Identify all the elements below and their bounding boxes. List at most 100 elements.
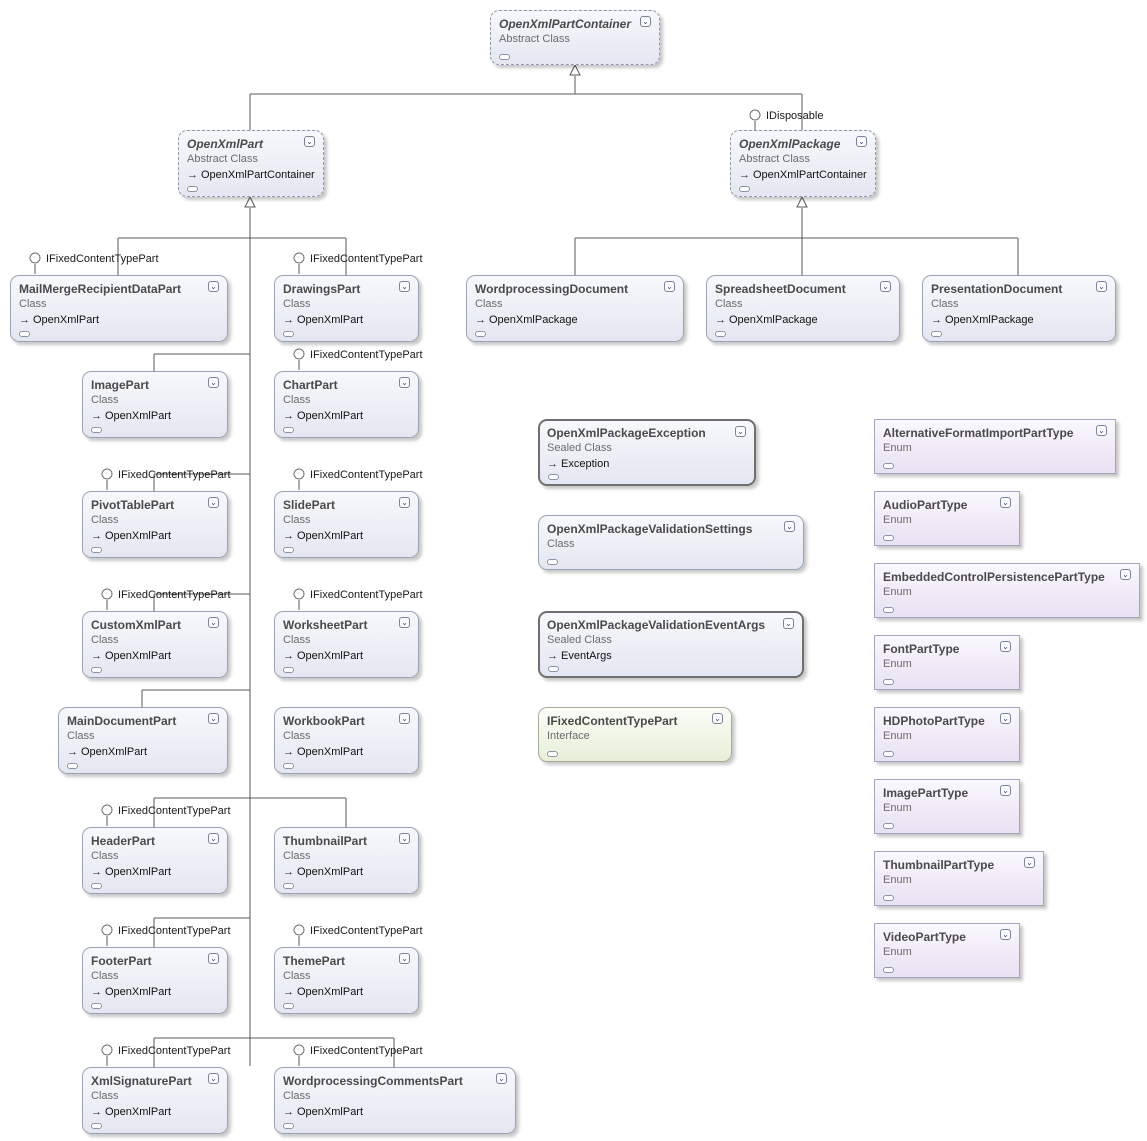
- compartment-icon[interactable]: [883, 679, 894, 685]
- compartment-icon[interactable]: [883, 463, 894, 469]
- shape-open-xml-package-validation-settings[interactable]: OpenXmlPackageValidationSettings Class ⌄: [538, 515, 804, 570]
- compartment-icon[interactable]: [91, 1123, 102, 1129]
- shape-custom-xml-part[interactable]: CustomXmlPart Class →OpenXmlPart ⌄: [82, 611, 228, 678]
- compartment-icon[interactable]: [91, 547, 102, 553]
- double-chevron-down-icon[interactable]: ⌄: [784, 521, 795, 532]
- double-chevron-down-icon[interactable]: ⌄: [304, 136, 315, 147]
- shape-xml-signature-part[interactable]: XmlSignaturePart Class →OpenXmlPart ⌄: [82, 1067, 228, 1134]
- double-chevron-down-icon[interactable]: ⌄: [399, 713, 410, 724]
- compartment-icon[interactable]: [883, 967, 894, 973]
- double-chevron-down-icon[interactable]: ⌄: [1000, 497, 1011, 508]
- compartment-icon[interactable]: [883, 607, 894, 613]
- compartment-icon[interactable]: [187, 186, 198, 192]
- shape-image-part-type[interactable]: ImagePartType Enum ⌄: [874, 779, 1020, 834]
- compartment-icon[interactable]: [715, 331, 726, 337]
- double-chevron-down-icon[interactable]: ⌄: [1096, 425, 1107, 436]
- shape-open-xml-part[interactable]: OpenXmlPart Abstract Class →OpenXmlPartC…: [178, 130, 324, 197]
- compartment-icon[interactable]: [91, 427, 102, 433]
- shape-mail-merge-recipient-data-part[interactable]: MailMergeRecipientDataPart Class →OpenXm…: [10, 275, 228, 342]
- double-chevron-down-icon[interactable]: ⌄: [399, 281, 410, 292]
- compartment-icon[interactable]: [91, 1003, 102, 1009]
- compartment-icon[interactable]: [283, 763, 294, 769]
- compartment-icon[interactable]: [91, 667, 102, 673]
- shape-wordprocessing-document[interactable]: WordprocessingDocument Class →OpenXmlPac…: [466, 275, 684, 342]
- double-chevron-down-icon[interactable]: ⌄: [712, 713, 723, 724]
- compartment-icon[interactable]: [19, 331, 30, 337]
- shape-main-document-part[interactable]: MainDocumentPart Class →OpenXmlPart ⌄: [58, 707, 228, 774]
- compartment-icon[interactable]: [547, 559, 558, 565]
- compartment-icon[interactable]: [739, 186, 750, 192]
- shape-workbook-part[interactable]: WorkbookPart Class →OpenXmlPart ⌄: [274, 707, 419, 774]
- double-chevron-down-icon[interactable]: ⌄: [664, 281, 675, 292]
- double-chevron-down-icon[interactable]: ⌄: [1120, 569, 1131, 580]
- shape-drawings-part[interactable]: DrawingsPart Class →OpenXmlPart ⌄: [274, 275, 419, 342]
- shape-open-xml-package[interactable]: OpenXmlPackage Abstract Class →OpenXmlPa…: [730, 130, 876, 197]
- compartment-icon[interactable]: [283, 1123, 294, 1129]
- double-chevron-down-icon[interactable]: ⌄: [735, 426, 746, 437]
- double-chevron-down-icon[interactable]: ⌄: [208, 833, 219, 844]
- compartment-icon[interactable]: [499, 54, 510, 60]
- double-chevron-down-icon[interactable]: ⌄: [1000, 641, 1011, 652]
- double-chevron-down-icon[interactable]: ⌄: [399, 833, 410, 844]
- shape-open-xml-part-container[interactable]: OpenXmlPartContainer Abstract Class ⌄: [490, 10, 660, 65]
- compartment-icon[interactable]: [883, 895, 894, 901]
- shape-hd-photo-part-type[interactable]: HDPhotoPartType Enum ⌄: [874, 707, 1020, 762]
- compartment-icon[interactable]: [283, 667, 294, 673]
- double-chevron-down-icon[interactable]: ⌄: [783, 618, 794, 629]
- double-chevron-down-icon[interactable]: ⌄: [399, 617, 410, 628]
- double-chevron-down-icon[interactable]: ⌄: [208, 953, 219, 964]
- shape-pivot-table-part[interactable]: PivotTablePart Class →OpenXmlPart ⌄: [82, 491, 228, 558]
- double-chevron-down-icon[interactable]: ⌄: [640, 16, 651, 27]
- compartment-icon[interactable]: [548, 666, 559, 672]
- shape-embedded-control-persistence-part-type[interactable]: EmbeddedControlPersistencePartType Enum …: [874, 563, 1140, 618]
- double-chevron-down-icon[interactable]: ⌄: [208, 281, 219, 292]
- shape-presentation-document[interactable]: PresentationDocument Class →OpenXmlPacka…: [922, 275, 1116, 342]
- compartment-icon[interactable]: [883, 823, 894, 829]
- compartment-icon[interactable]: [548, 474, 559, 480]
- shape-video-part-type[interactable]: VideoPartType Enum ⌄: [874, 923, 1020, 978]
- compartment-icon[interactable]: [475, 331, 486, 337]
- shape-slide-part[interactable]: SlidePart Class →OpenXmlPart ⌄: [274, 491, 419, 558]
- shape-chart-part[interactable]: ChartPart Class →OpenXmlPart ⌄: [274, 371, 419, 438]
- compartment-icon[interactable]: [283, 427, 294, 433]
- compartment-icon[interactable]: [283, 1003, 294, 1009]
- double-chevron-down-icon[interactable]: ⌄: [208, 1073, 219, 1084]
- shape-spreadsheet-document[interactable]: SpreadsheetDocument Class →OpenXmlPackag…: [706, 275, 900, 342]
- shape-header-part[interactable]: HeaderPart Class →OpenXmlPart ⌄: [82, 827, 228, 894]
- shape-thumbnail-part-type[interactable]: ThumbnailPartType Enum ⌄: [874, 851, 1044, 906]
- double-chevron-down-icon[interactable]: ⌄: [208, 713, 219, 724]
- double-chevron-down-icon[interactable]: ⌄: [496, 1073, 507, 1084]
- shape-alternative-format-import-part-type[interactable]: AlternativeFormatImportPartType Enum ⌄: [874, 419, 1116, 474]
- double-chevron-down-icon[interactable]: ⌄: [856, 136, 867, 147]
- compartment-icon[interactable]: [883, 751, 894, 757]
- double-chevron-down-icon[interactable]: ⌄: [1096, 281, 1107, 292]
- shape-ifixed-content-type-part[interactable]: IFixedContentTypePart Interface ⌄: [538, 707, 732, 762]
- shape-open-xml-package-exception[interactable]: OpenXmlPackageException Sealed Class →Ex…: [538, 419, 756, 486]
- compartment-icon[interactable]: [91, 883, 102, 889]
- shape-thumbnail-part[interactable]: ThumbnailPart Class →OpenXmlPart ⌄: [274, 827, 419, 894]
- shape-font-part-type[interactable]: FontPartType Enum ⌄: [874, 635, 1020, 690]
- double-chevron-down-icon[interactable]: ⌄: [208, 617, 219, 628]
- shape-theme-part[interactable]: ThemePart Class →OpenXmlPart ⌄: [274, 947, 419, 1014]
- double-chevron-down-icon[interactable]: ⌄: [1000, 713, 1011, 724]
- compartment-icon[interactable]: [283, 331, 294, 337]
- double-chevron-down-icon[interactable]: ⌄: [399, 377, 410, 388]
- double-chevron-down-icon[interactable]: ⌄: [1000, 785, 1011, 796]
- compartment-icon[interactable]: [547, 751, 558, 757]
- double-chevron-down-icon[interactable]: ⌄: [399, 497, 410, 508]
- shape-wordprocessing-comments-part[interactable]: WordprocessingCommentsPart Class →OpenXm…: [274, 1067, 516, 1134]
- compartment-icon[interactable]: [883, 535, 894, 541]
- double-chevron-down-icon[interactable]: ⌄: [208, 377, 219, 388]
- double-chevron-down-icon[interactable]: ⌄: [1000, 929, 1011, 940]
- compartment-icon[interactable]: [283, 883, 294, 889]
- compartment-icon[interactable]: [67, 763, 78, 769]
- shape-open-xml-package-validation-event-args[interactable]: OpenXmlPackageValidationEventArgs Sealed…: [538, 611, 804, 678]
- compartment-icon[interactable]: [931, 331, 942, 337]
- shape-audio-part-type[interactable]: AudioPartType Enum ⌄: [874, 491, 1020, 546]
- compartment-icon[interactable]: [283, 547, 294, 553]
- shape-worksheet-part[interactable]: WorksheetPart Class →OpenXmlPart ⌄: [274, 611, 419, 678]
- double-chevron-down-icon[interactable]: ⌄: [399, 953, 410, 964]
- double-chevron-down-icon[interactable]: ⌄: [208, 497, 219, 508]
- double-chevron-down-icon[interactable]: ⌄: [1024, 857, 1035, 868]
- shape-footer-part[interactable]: FooterPart Class →OpenXmlPart ⌄: [82, 947, 228, 1014]
